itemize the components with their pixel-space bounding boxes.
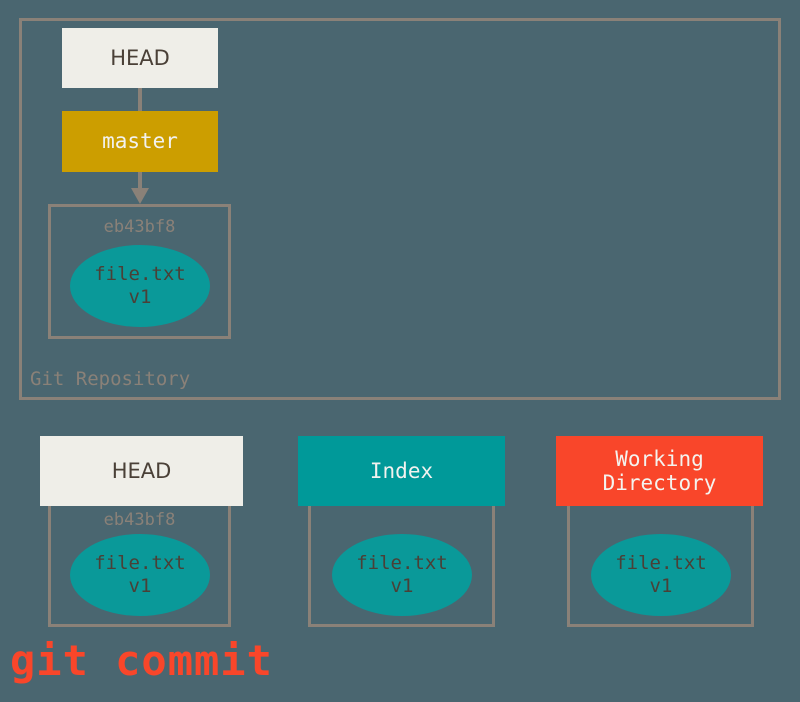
- area-head-commit-id: eb43bf8: [103, 510, 176, 530]
- repo-commit-box: eb43bf8 file.txt v1: [48, 204, 231, 339]
- area-workdir-blob-filename: file.txt: [615, 551, 707, 574]
- area-header-head: HEAD: [40, 436, 243, 506]
- area-header-workdir-label-line2: Directory: [602, 471, 717, 495]
- area-index-blob-filename: file.txt: [356, 551, 448, 574]
- area-index-blob: file.txt v1: [332, 534, 472, 616]
- area-head-blob: file.txt v1: [70, 534, 210, 616]
- area-body-working-directory: file.txt v1: [567, 506, 754, 627]
- repo-branch-label: master: [102, 129, 178, 154]
- area-header-head-label: HEAD: [111, 458, 172, 483]
- repo-commit-blob: file.txt v1: [70, 245, 210, 327]
- area-body-head: eb43bf8 file.txt v1: [48, 506, 231, 627]
- git-repository-container: [19, 18, 781, 400]
- area-workdir-blob: file.txt v1: [591, 534, 731, 616]
- command-caption: git commit: [10, 636, 273, 685]
- git-repository-label: Git Repository: [30, 368, 191, 390]
- area-header-index-label: Index: [369, 458, 434, 483]
- repo-commit-id: eb43bf8: [103, 217, 176, 237]
- area-body-index: file.txt v1: [308, 506, 495, 627]
- repo-commit-blob-version: v1: [128, 286, 152, 308]
- area-head-blob-version: v1: [128, 575, 152, 597]
- repo-branch-box: master: [62, 111, 218, 172]
- area-head-blob-filename: file.txt: [94, 551, 186, 574]
- repo-head-box: HEAD: [62, 28, 218, 88]
- area-workdir-blob-version: v1: [649, 575, 673, 597]
- area-index-blob-version: v1: [390, 575, 414, 597]
- connector-head-to-master: [138, 88, 142, 111]
- repo-head-label: HEAD: [110, 45, 170, 70]
- repo-commit-blob-filename: file.txt: [94, 262, 186, 285]
- area-header-index: Index: [298, 436, 505, 506]
- arrowhead-master-to-commit: [131, 188, 149, 204]
- area-header-working-directory: Working Directory: [556, 436, 763, 506]
- area-header-workdir-label-line1: Working: [615, 446, 704, 471]
- connector-master-to-commit: [138, 172, 142, 190]
